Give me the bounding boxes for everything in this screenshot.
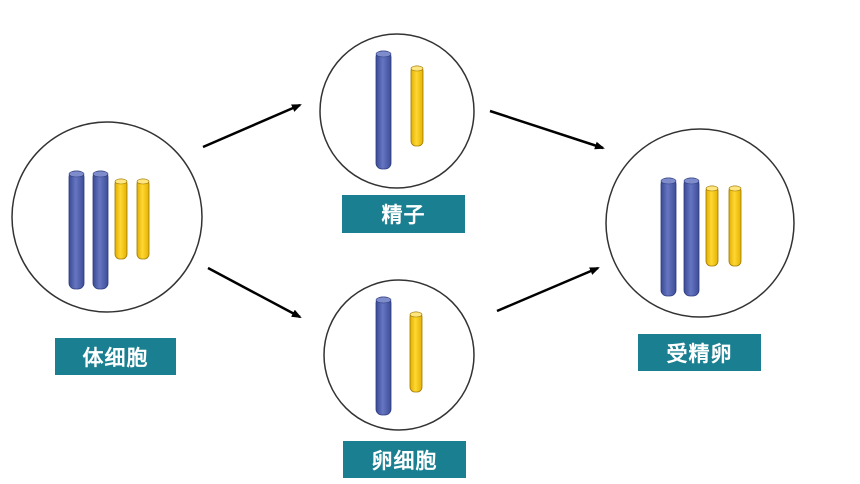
sperm-cell <box>319 33 475 189</box>
somatic-chromosome-long-1-cap <box>68 170 85 178</box>
egg-chromosome-long <box>375 296 392 416</box>
zygote-chromosome-short-2-cap <box>728 185 742 192</box>
sperm-chromosome-long <box>375 50 392 170</box>
egg-chromosome-short <box>409 311 423 393</box>
zygote-chromosome-short-2 <box>728 185 742 267</box>
egg-chromosome-short-cap <box>409 311 423 318</box>
somatic-chromosome-long-1 <box>68 170 85 290</box>
arrow-icon <box>207 266 302 319</box>
zygote-chromosome-short-1-cap <box>705 185 719 192</box>
egg-cell <box>323 279 475 431</box>
egg-cell-membrane <box>323 279 475 431</box>
zygote-chromosome-long-1-cap <box>660 177 677 185</box>
sperm-chromosome-short <box>410 65 424 147</box>
egg-chromosome-long-cap <box>375 296 392 304</box>
sperm-label: 精子 <box>342 195 465 233</box>
somatic-chromosome-short-2-cap <box>136 178 150 185</box>
egg-cell-label: 卵细胞 <box>343 441 466 478</box>
somatic-cell <box>11 121 203 313</box>
sperm-chromosome-long-cap <box>375 50 392 58</box>
zygote-cell <box>605 128 795 318</box>
zygote-label: 受精卵 <box>638 334 761 371</box>
arrow-icon <box>496 266 600 313</box>
somatic-chromosome-short-1 <box>114 178 128 260</box>
zygote-chromosome-long-2-cap <box>683 177 700 185</box>
zygote-chromosome-long-1 <box>660 177 677 297</box>
somatic-chromosome-short-2 <box>136 178 150 260</box>
zygote-chromosome-long-2 <box>683 177 700 297</box>
zygote-cell-membrane <box>605 128 795 318</box>
sperm-cell-membrane <box>319 33 475 189</box>
arrow-icon <box>489 109 605 150</box>
somatic-chromosome-short-1-cap <box>114 178 128 185</box>
somatic-chromosome-long-2 <box>92 170 109 290</box>
somatic-cell-label: 体细胞 <box>55 338 176 375</box>
sperm-chromosome-short-cap <box>410 65 424 72</box>
arrow-icon <box>202 103 302 149</box>
zygote-chromosome-short-1 <box>705 185 719 267</box>
somatic-chromosome-long-2-cap <box>92 170 109 178</box>
